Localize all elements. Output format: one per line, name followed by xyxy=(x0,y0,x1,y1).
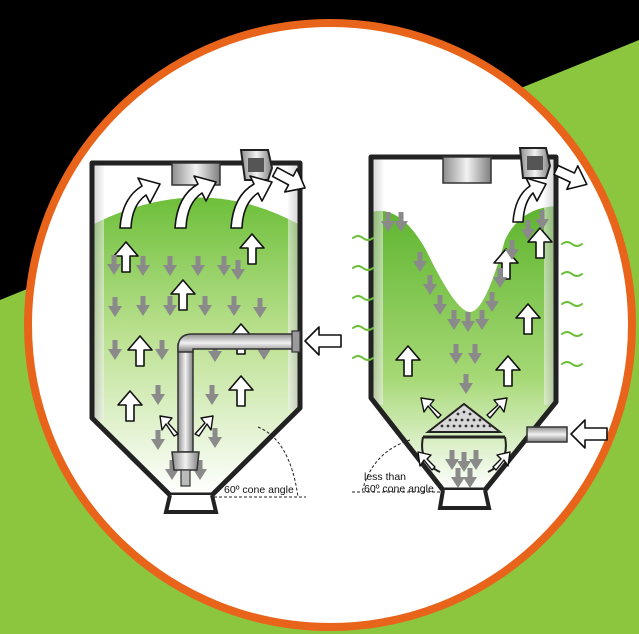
left-silo-cone-label: 60º cone angle xyxy=(224,484,294,496)
right-silo-vent xyxy=(520,148,550,178)
right-silo-outlet xyxy=(440,490,489,508)
right-silo-cone-label-line2: 60º cone angle xyxy=(364,483,434,495)
right-silo-cone-label-line1: less than xyxy=(364,471,406,483)
left-silo-outlet xyxy=(166,495,216,512)
right-silo-inlet-pipe xyxy=(527,427,567,442)
left-silo-vent xyxy=(241,150,272,180)
right-silo-top-port xyxy=(443,157,491,183)
